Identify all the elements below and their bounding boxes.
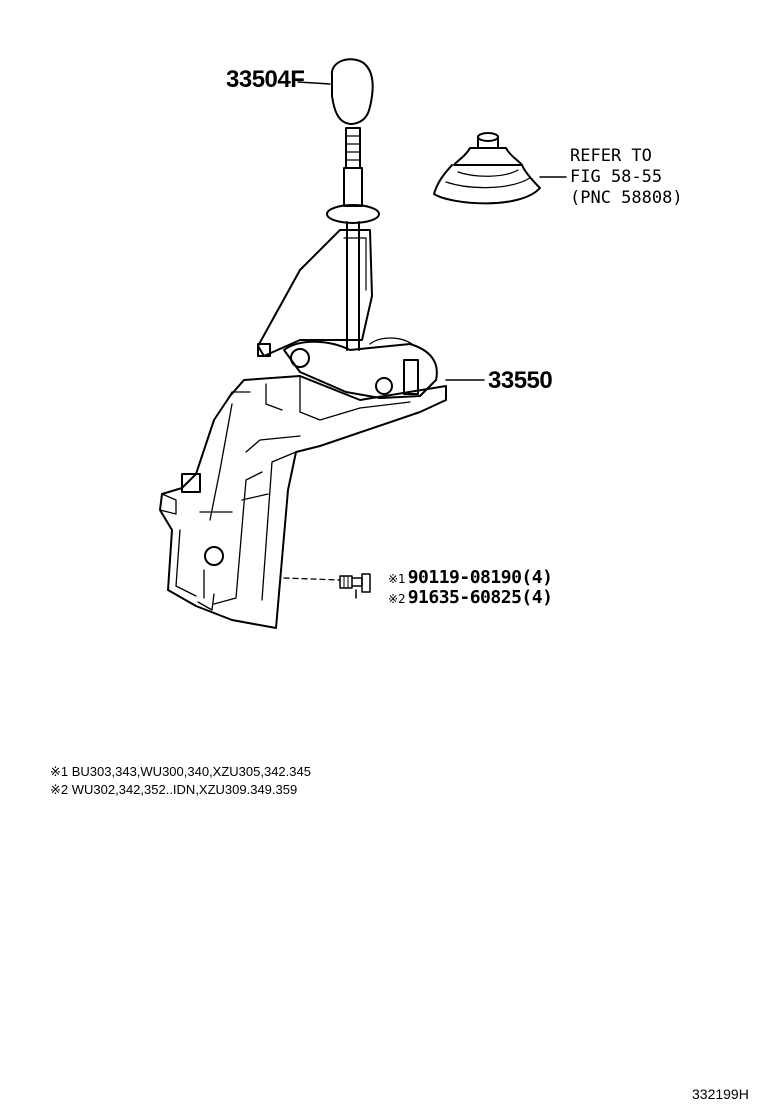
gate-plate-drawing	[257, 229, 373, 357]
lever-rod-drawing	[326, 127, 380, 351]
reference-line-2: FIG 58-55	[570, 167, 663, 187]
bolt-drawing	[283, 573, 371, 599]
part-label-shift-lever-assembly: 33550	[488, 367, 553, 394]
shift-boot-drawing	[433, 132, 567, 205]
reference-note: REFER TO FIG 58-55 (PNC 58808)	[570, 146, 683, 209]
lever-mechanism-drawing	[283, 337, 438, 399]
reference-line-3: (PNC 58808)	[570, 188, 683, 208]
shift-knob-drawing	[297, 58, 374, 125]
note-2-mark: ※2	[50, 782, 69, 797]
part-label-knob: 33504F	[226, 66, 305, 93]
note-1-mark: ※1	[50, 764, 69, 779]
reference-line-1: REFER TO	[570, 146, 652, 166]
bolt-2-part-number: 91635-60825(4)	[407, 587, 553, 608]
bolt-1-mark: ※1	[388, 572, 406, 586]
bolt-2-mark: ※2	[388, 592, 406, 606]
applicability-note-2: ※2 WU302,342,352..IDN,XZU309.349.359	[50, 782, 297, 798]
figure-id: 332199H	[692, 1086, 749, 1102]
note-1-text: BU303,343,WU300,340,XZU305,342.345	[71, 764, 311, 779]
bracket-housing-drawing	[159, 375, 447, 629]
note-2-text: WU302,342,352..IDN,XZU309.349.359	[71, 782, 298, 797]
applicability-note-1: ※1 BU303,343,WU300,340,XZU305,342.345	[50, 764, 311, 780]
bolt-1-part-number: 90119-08190(4)	[407, 567, 553, 588]
